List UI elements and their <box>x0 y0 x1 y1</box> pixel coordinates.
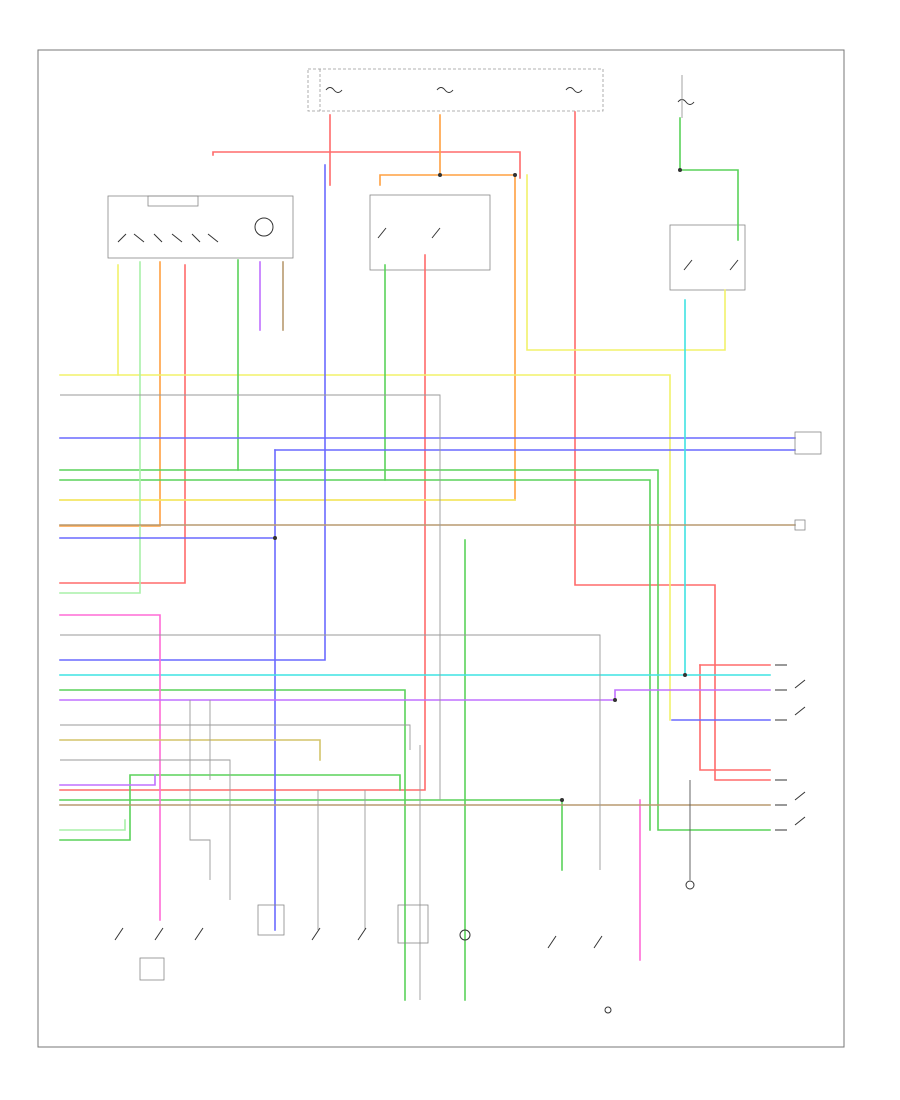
fuse-icon <box>325 87 343 93</box>
junction-dots <box>273 168 687 802</box>
fuse-box <box>307 68 604 112</box>
fuse-right <box>677 75 695 118</box>
fuse-icon <box>677 99 695 105</box>
right-connectors <box>794 431 822 531</box>
bottom-components <box>114 880 695 1014</box>
relay-box <box>669 224 746 291</box>
fuse-icon <box>565 87 583 93</box>
fuse-icon <box>436 87 454 93</box>
combination-switch <box>107 195 294 259</box>
range-switch-box <box>369 194 491 271</box>
diagram-frame <box>37 49 845 1048</box>
right-switches <box>775 664 806 831</box>
wire-set <box>59 111 796 1001</box>
